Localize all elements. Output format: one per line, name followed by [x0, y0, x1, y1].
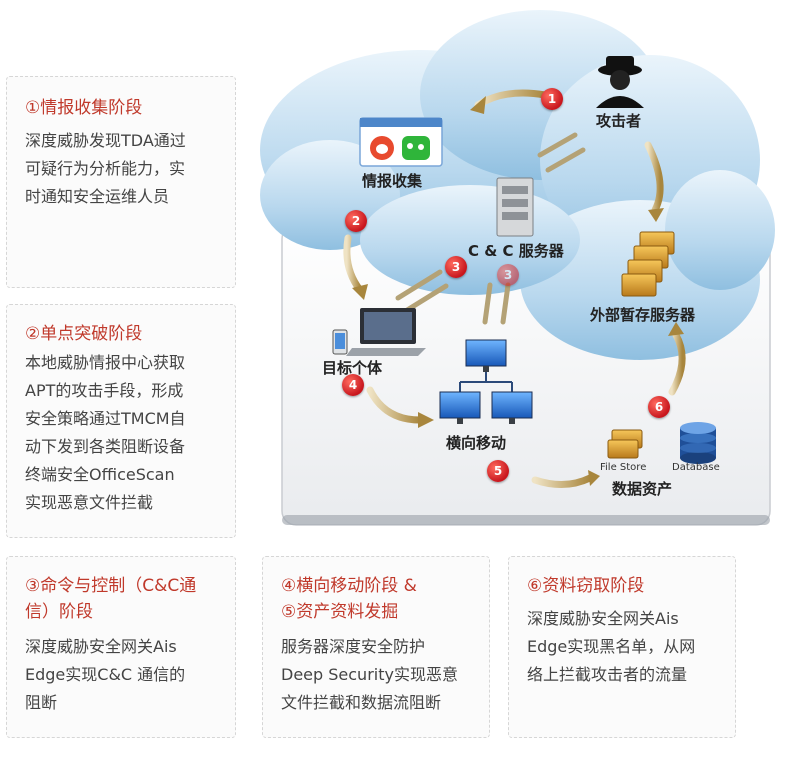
database-label: Database	[672, 462, 720, 473]
stage-card-lateral: ④横向移动阶段 & ⑤资产资料发掘 服务器深度安全防护 Deep Securit…	[262, 556, 490, 738]
stage-card-body: 深度威胁安全网关Ais Edge实现黑名单，从网 络上拦截攻击者的流量	[527, 609, 696, 684]
stage-badge-4: 4	[342, 374, 364, 396]
bidirectional-arrows	[395, 132, 586, 325]
stage-card-title: ①情报收集阶段	[25, 98, 143, 118]
file-store-label: File Store	[600, 462, 647, 473]
stage-badge-5: 5	[487, 460, 509, 482]
stage-badge-1: 1	[541, 88, 563, 110]
cc-server-icon	[496, 177, 534, 237]
stage-card-body: 深度威胁安全网关Ais Edge实现C&C 通信的 阻断	[25, 637, 186, 712]
stage-card-title: ⑥资料窃取阶段	[527, 576, 645, 596]
data-assets-label: 数据资产	[612, 480, 673, 498]
stage-card-cc: ③命令与控制（C&C通 信）阶段 深度威胁安全网关Ais Edge实现C&C 通…	[6, 556, 236, 738]
external-server-label: 外部暂存服务器	[590, 306, 696, 324]
stage-card-breach: ②单点突破阶段 本地威胁情报中心获取 APT的攻击手段，形成 安全策略通过TMC…	[6, 304, 236, 538]
stage-card-title: ④横向移动阶段 & ⑤资产资料发掘	[281, 576, 417, 622]
file-store-icon	[607, 429, 643, 459]
intel-label: 情报收集	[362, 172, 423, 190]
stage-card-body: 服务器深度安全防护 Deep Security实现恶意 文件拦截和数据流阻断	[281, 637, 458, 712]
stage-badge-3-secondary: 3	[497, 264, 519, 286]
stage-badge-6: 6	[648, 396, 670, 418]
target-laptop-icon	[332, 308, 426, 356]
stage-card-title: ②单点突破阶段	[25, 324, 143, 344]
intel-window-icon	[359, 117, 443, 167]
database-icon	[680, 422, 716, 464]
cc-server-label: C & C 服务器	[468, 242, 564, 260]
lateral-network-icon	[439, 339, 533, 424]
external-storage-icon	[621, 231, 675, 297]
stage-card-intel: ①情报收集阶段 深度威胁发现TDA通过 可疑行为分析能力，实 时通知安全运维人员	[6, 76, 236, 288]
flow-arrows	[343, 89, 686, 488]
attacker-label: 攻击者	[596, 112, 642, 130]
attacker-icon	[596, 56, 644, 108]
stage-badge-2: 2	[345, 210, 367, 232]
stage-card-exfiltration: ⑥资料窃取阶段 深度威胁安全网关Ais Edge实现黑名单，从网 络上拦截攻击者…	[508, 556, 736, 738]
stage-card-body: 深度威胁发现TDA通过 可疑行为分析能力，实 时通知安全运维人员	[25, 131, 186, 206]
target-label: 目标个体	[322, 359, 383, 377]
lateral-label: 横向移动	[446, 434, 507, 452]
stage-card-body: 本地威胁情报中心获取 APT的攻击手段，形成 安全策略通过TMCM自 动下发到各…	[25, 353, 186, 512]
stage-badge-3: 3	[445, 256, 467, 278]
flow-arrowheads	[352, 96, 684, 486]
stage-card-title: ③命令与控制（C&C通 信）阶段	[25, 576, 197, 622]
